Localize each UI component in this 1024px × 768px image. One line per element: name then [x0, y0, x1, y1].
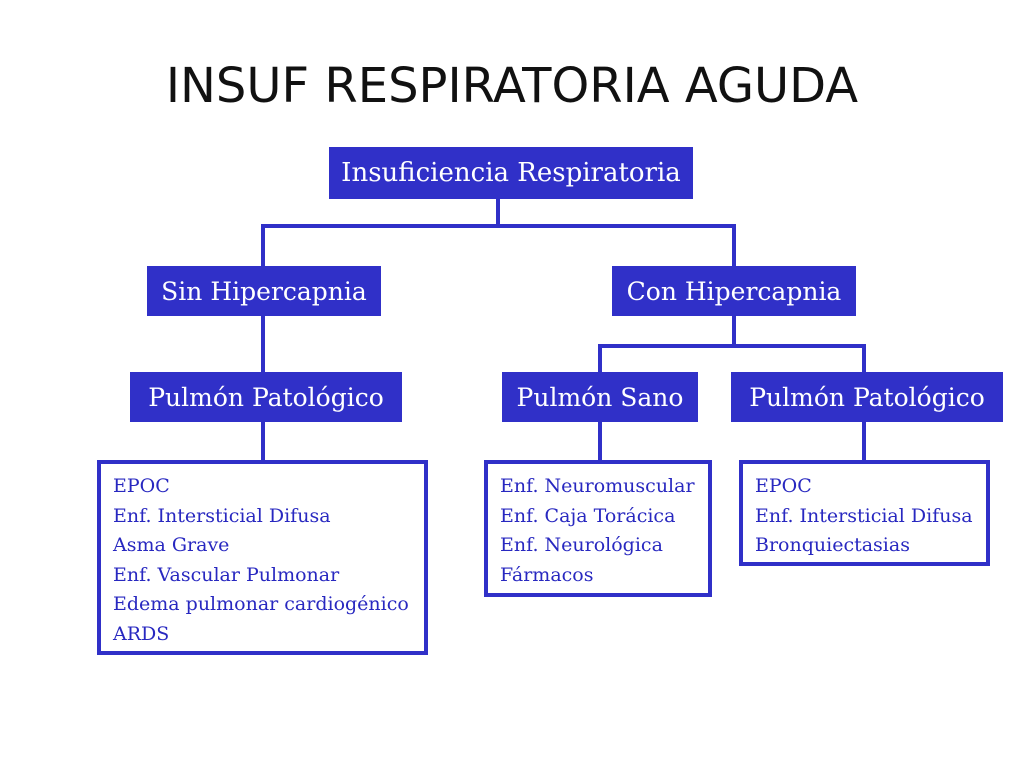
connector-top-horizontal	[261, 224, 736, 228]
list-item: Enf. Neuromuscular	[500, 475, 695, 497]
list-item: EPOC	[113, 475, 170, 497]
connector-to-sano	[598, 344, 602, 372]
node-pulmon-patologico-left: Pulmón Patológico	[130, 372, 402, 422]
list-item: Bronquiectasias	[755, 534, 910, 556]
list-item: Fármacos	[500, 563, 594, 586]
connector-sin-to-pp	[261, 316, 265, 372]
node-con-hipercapnia: Con Hipercapnia	[612, 266, 856, 316]
node-pulmon-sano: Pulmón Sano	[502, 372, 698, 422]
list-item: EPOC	[755, 475, 812, 497]
slide-title: INSUF RESPIRATORIA AGUDA	[165, 58, 859, 114]
list-item: Enf. Vascular Pulmonar	[113, 563, 340, 586]
connector-pp-left-to-list	[261, 422, 265, 460]
list-item: ARDS	[113, 622, 170, 645]
list-item: Enf. Intersticial Difusa	[755, 504, 973, 527]
connector-to-sin	[261, 224, 265, 266]
connector-to-pp-right	[862, 344, 866, 372]
list-box-sin-hipercapnia: EPOC Enf. Intersticial Difusa Asma Grave…	[97, 460, 428, 655]
connector-pp-right-to-list	[862, 422, 866, 460]
list-item: Edema pulmonar cardiogénico	[113, 593, 409, 615]
connector-con-horizontal	[598, 344, 866, 348]
list-box-pulmon-patologico-right: EPOC Enf. Intersticial Difusa Bronquiect…	[739, 460, 990, 566]
connector-root-down	[496, 199, 500, 226]
list-box-pulmon-sano: Enf. Neuromuscular Enf. Caja Torácica En…	[484, 460, 712, 597]
node-sin-hipercapnia: Sin Hipercapnia	[147, 266, 381, 316]
node-insuficiencia-respiratoria: Insuficiencia Respiratoria	[329, 147, 693, 199]
list-item: Enf. Neurológica	[500, 534, 663, 556]
connector-sano-to-list	[598, 422, 602, 460]
connector-to-con	[732, 224, 736, 266]
list-item: Enf. Caja Torácica	[500, 504, 676, 527]
list-item: Asma Grave	[113, 534, 230, 556]
node-pulmon-patologico-right: Pulmón Patológico	[731, 372, 1003, 422]
connector-con-down	[732, 316, 736, 346]
list-item: Enf. Intersticial Difusa	[113, 504, 331, 527]
